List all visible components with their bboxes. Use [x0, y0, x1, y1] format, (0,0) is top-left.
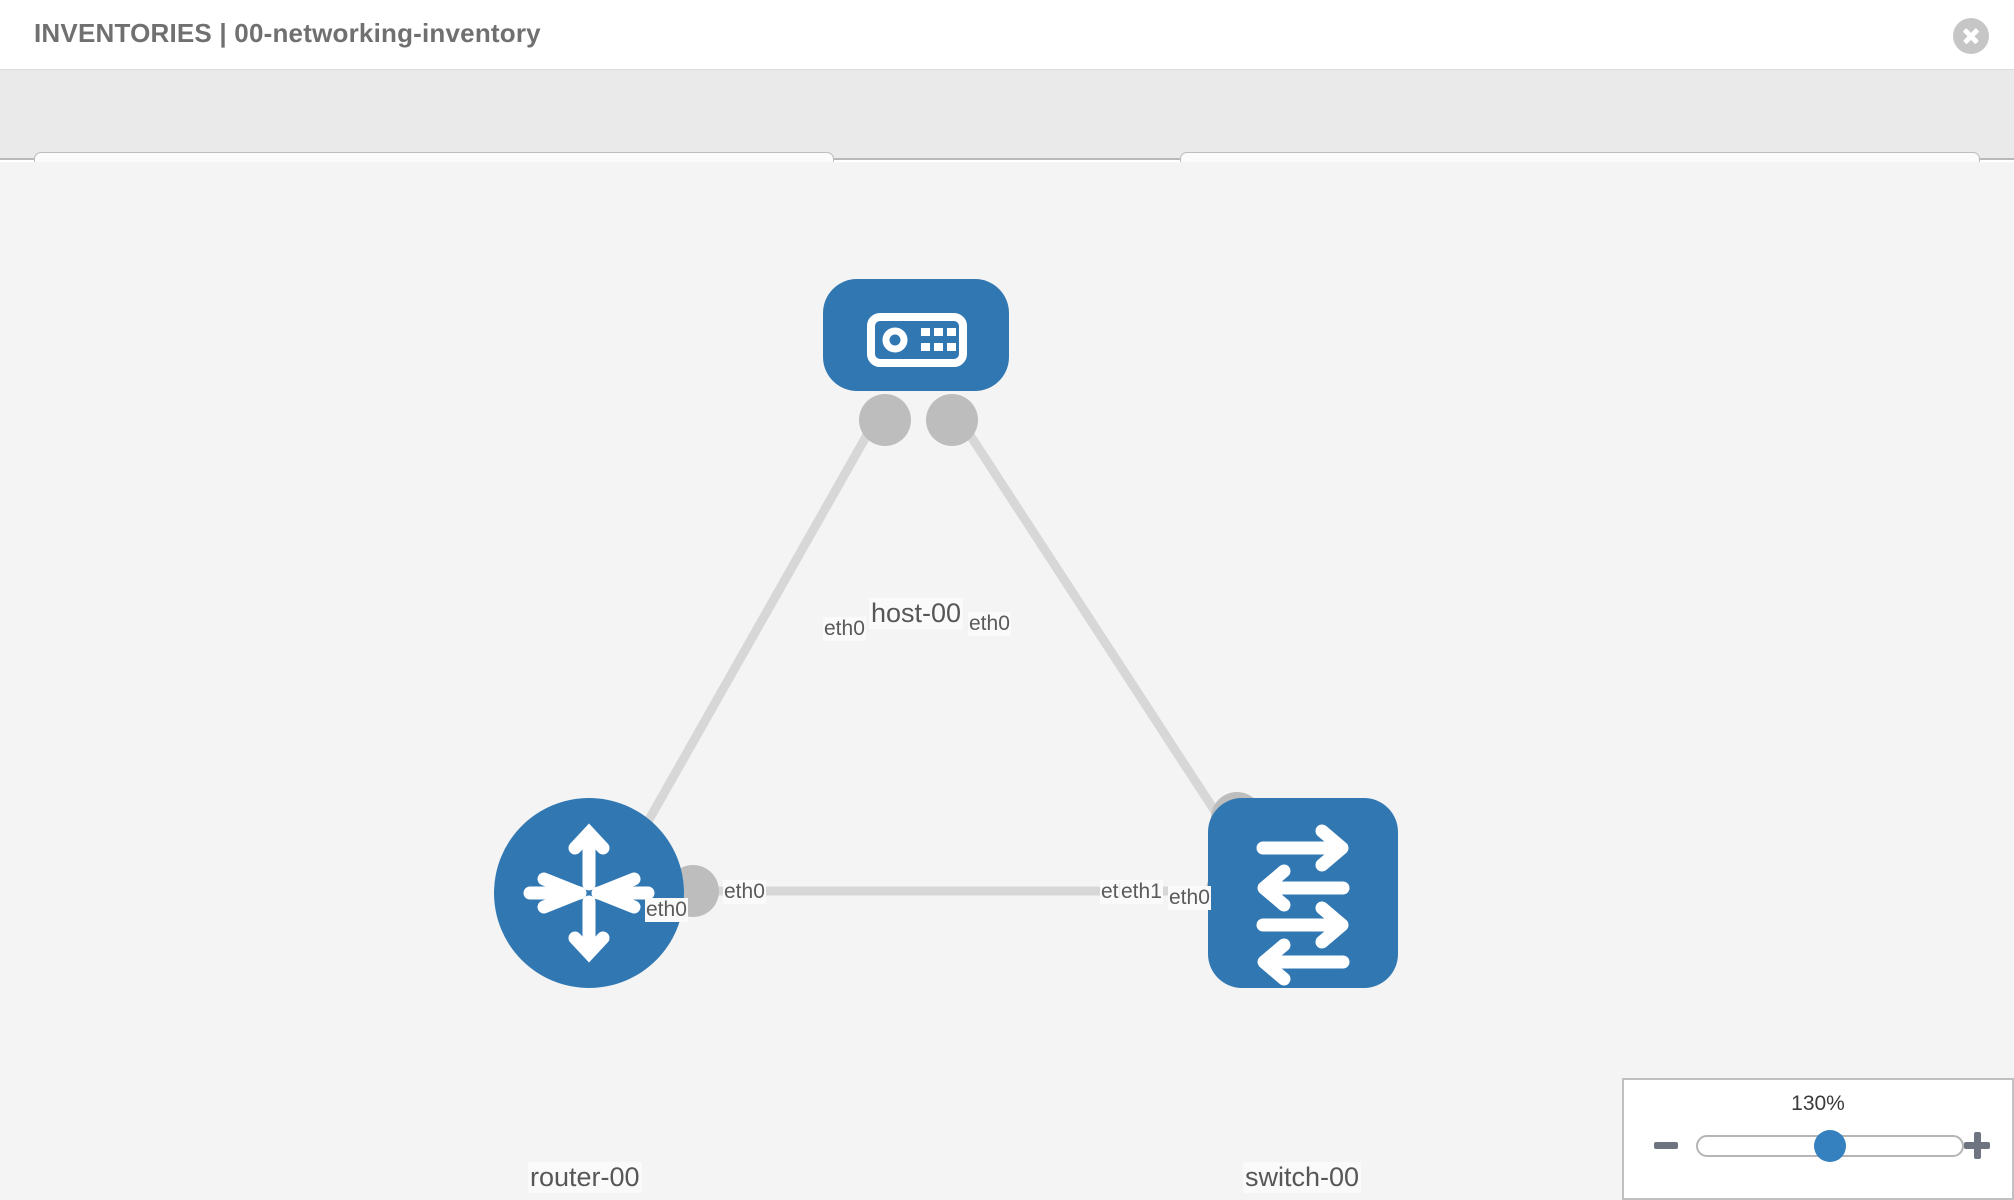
node-host-00	[823, 279, 1009, 391]
zoom-level-label: 130%	[1791, 1092, 1845, 1115]
zoom-in-button[interactable]	[1962, 1130, 1992, 1160]
zoom-control-panel: 130%	[1622, 1078, 2014, 1200]
node-switch-00	[1208, 798, 1398, 988]
edge-label-host-right: eth0	[968, 612, 1011, 636]
edge-label-router-link: eth0	[723, 880, 766, 904]
node-label-switch-00: switch-00	[1243, 1162, 1362, 1193]
node-label-router-00: router-00	[528, 1162, 642, 1193]
edge-label-switch-link-b: eth1	[1120, 880, 1163, 904]
zoom-slider-thumb[interactable]	[1814, 1130, 1846, 1162]
edge-host-router	[621, 409, 884, 865]
topology-canvas[interactable]: host-00 router-00 switch-00 eth0 eth0 et…	[0, 162, 2014, 1200]
edge-label-router-diagonal: eth0	[645, 898, 688, 922]
topology-edges	[621, 409, 1252, 896]
topology-ports	[667, 394, 1263, 917]
node-router-00	[494, 798, 684, 988]
page-title: INVENTORIES | 00-networking-inventory	[34, 18, 541, 48]
topology-graph	[494, 279, 1398, 988]
edge-label-switch-diagonal: eth0	[1168, 886, 1211, 910]
edge-host-switch	[951, 409, 1252, 865]
port-host-right	[926, 394, 978, 446]
zoom-out-button[interactable]	[1652, 1130, 1682, 1160]
node-label-host-00: host-00	[869, 598, 964, 629]
page-header: INVENTORIES | 00-networking-inventory	[0, 0, 2014, 69]
close-icon[interactable]	[1953, 18, 1989, 54]
edge-label-switch-link-a: etl	[1100, 880, 1125, 904]
toolbar: ACTIONS SEARCH	[0, 69, 2014, 206]
edge-label-host-left: eth0	[823, 617, 866, 641]
port-host-left	[859, 394, 911, 446]
